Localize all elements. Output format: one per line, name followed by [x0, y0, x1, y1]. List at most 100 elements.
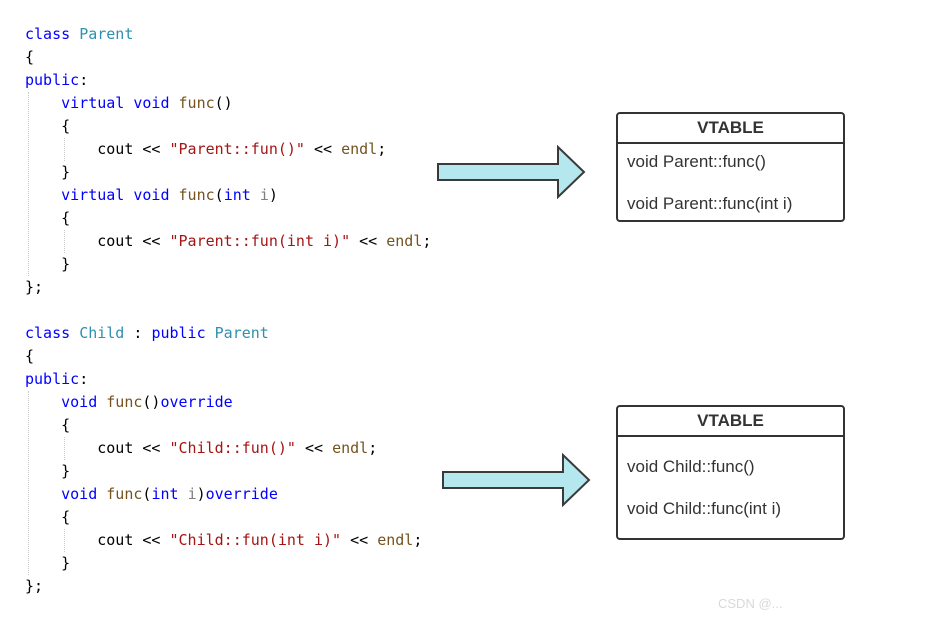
code-token: int [223, 186, 251, 204]
code-token: { [25, 48, 35, 66]
code-token: << [295, 439, 333, 457]
code-token: func [178, 94, 215, 112]
code-token: ) [196, 485, 206, 503]
code-token: { [25, 347, 35, 365]
code-line: cout << "Child::fun(int i)" << endl; [25, 529, 431, 552]
parent-arrow [437, 145, 586, 199]
code-token: int [151, 485, 179, 503]
code-line: { [25, 207, 431, 230]
code-token: : [124, 324, 152, 342]
arrow-shape [442, 453, 591, 507]
code-token: : [79, 370, 89, 388]
code-token: override [205, 485, 278, 503]
code-token: void [61, 485, 98, 503]
code-token: void [61, 393, 98, 411]
code-token: { [25, 416, 71, 434]
code-line: } [25, 253, 431, 276]
code-token: ( [142, 485, 152, 503]
code-token: << [350, 232, 387, 250]
code-token: func [106, 485, 143, 503]
code-token: endl [332, 439, 369, 457]
code-token: override [160, 393, 233, 411]
code-token: public [25, 71, 80, 89]
code-token: "Parent::fun()" [169, 140, 305, 158]
code-token: cout << [25, 232, 170, 250]
code-token: virtual [61, 186, 125, 204]
code-token [25, 393, 61, 411]
code-token: i [259, 186, 269, 204]
code-line: }; [25, 276, 431, 299]
vtable-title: VTABLE [618, 407, 843, 437]
code-line: class Parent [25, 23, 431, 46]
code-token: void [133, 94, 170, 112]
code-token: { [25, 508, 71, 526]
code-line: public: [25, 368, 431, 391]
code-line: void func(int i)override [25, 483, 431, 506]
code-token: Parent [214, 324, 269, 342]
code-token [25, 94, 61, 112]
vtable-title: VTABLE [618, 114, 843, 144]
code-token: { [25, 117, 71, 135]
code-token [97, 393, 106, 411]
arrow-shape [437, 145, 586, 199]
indent-guide [64, 230, 65, 253]
code-token [25, 186, 61, 204]
code-token: class [25, 324, 71, 342]
code-token [25, 485, 61, 503]
code-token: }; [25, 278, 44, 296]
code-token: "Child::fun()" [169, 439, 296, 457]
code-line: { [25, 506, 431, 529]
code-token [97, 485, 106, 503]
code-token: () [142, 393, 161, 411]
code-token: public [151, 324, 206, 342]
code-line: } [25, 552, 431, 575]
code-token: } [25, 554, 71, 572]
code-line: { [25, 414, 431, 437]
child-arrow [442, 453, 591, 507]
code-token: << [341, 531, 378, 549]
code-token: }; [25, 577, 44, 595]
code-token: } [25, 163, 71, 181]
vtable-entry: void Parent::func() [627, 152, 766, 171]
code-token: () [214, 94, 233, 112]
indent-guide [64, 138, 65, 161]
code-token: << [304, 140, 342, 158]
code-token: ) [268, 186, 278, 204]
code-token: endl [386, 232, 423, 250]
code-line: cout << "Parent::fun(int i)" << endl; [25, 230, 431, 253]
code-line: } [25, 161, 431, 184]
vtable-entry: void Child::func() [627, 457, 755, 476]
code-line: cout << "Parent::fun()" << endl; [25, 138, 431, 161]
code-token [70, 25, 79, 43]
code-block: class Parent{public: virtual void func()… [25, 23, 431, 598]
code-line: public: [25, 69, 431, 92]
indent-guide [64, 529, 65, 552]
code-token: Parent [79, 25, 134, 43]
vtable-entry: void Parent::func(int i) [627, 194, 793, 213]
code-token: ; [368, 439, 378, 457]
code-token [179, 485, 188, 503]
code-line: void func()override [25, 391, 431, 414]
code-token: virtual [61, 94, 125, 112]
code-token [251, 186, 260, 204]
code-token [206, 324, 215, 342]
code-token: : [79, 71, 89, 89]
code-line: { [25, 345, 431, 368]
code-token: cout << [25, 140, 170, 158]
code-token [170, 94, 179, 112]
vtable-entry: void Child::func(int i) [627, 499, 782, 518]
parent-class-code: class Parent{public: virtual void func()… [25, 23, 431, 299]
child-vtable: VTABLE void Child::func() void Child::fu… [616, 405, 845, 540]
code-token: void [133, 186, 170, 204]
code-token: } [25, 462, 71, 480]
child-class-code: class Child : public Parent { public: void… [25, 322, 431, 598]
code-token: "Parent::fun(int i)" [169, 232, 351, 250]
code-line: virtual void func(int i) [25, 184, 431, 207]
code-line: virtual void func() [25, 92, 431, 115]
code-token: ; [377, 140, 387, 158]
code-token: { [25, 209, 71, 227]
code-token: Child [79, 324, 125, 342]
code-token: func [106, 393, 143, 411]
code-token: func [178, 186, 215, 204]
indent-guide [64, 437, 65, 460]
